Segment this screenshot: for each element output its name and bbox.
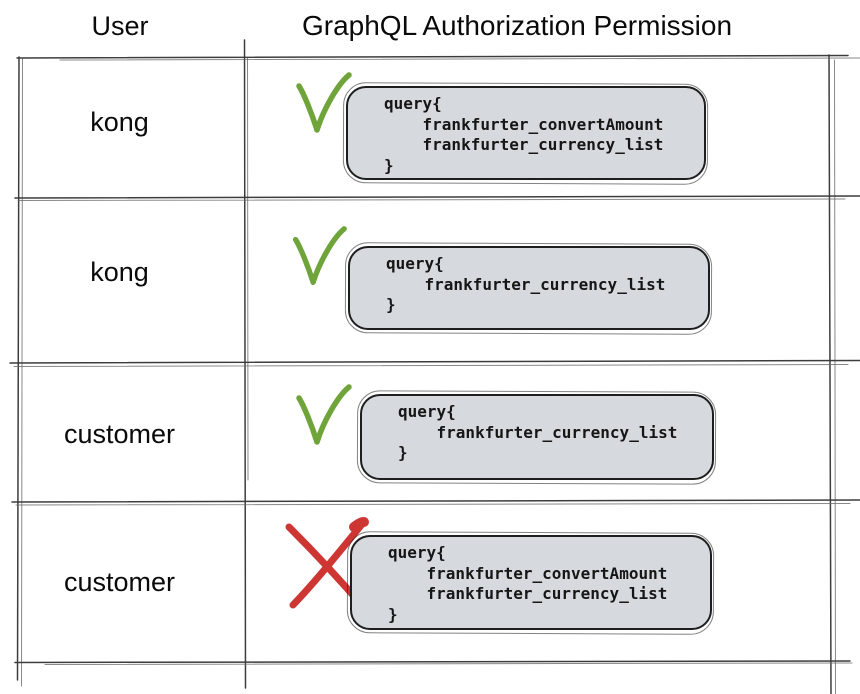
graphql-query-text: query{ frankfurter_currency_list } xyxy=(386,254,666,314)
check-icon xyxy=(292,226,347,286)
permission-code-block-row-3: query{ frankfurter_currency_list } xyxy=(360,394,714,480)
user-label-row-3: customer xyxy=(63,419,176,449)
user-label-row-2: kong xyxy=(90,257,149,287)
permission-code-block-row-4: query{ frankfurter_convertAmount frankfu… xyxy=(350,535,712,630)
user-label-row-1: kong xyxy=(90,107,149,137)
permission-code-block-row-1: query{ frankfurter_convertAmount frankfu… xyxy=(346,86,706,180)
permission-code-block-row-2: query{ frankfurter_currency_list } xyxy=(348,246,710,330)
column-header-permission: GraphQL Authorization Permission xyxy=(301,10,733,41)
check-icon xyxy=(296,72,352,133)
check-icon xyxy=(296,384,352,445)
graphql-query-text: query{ frankfurter_convertAmount frankfu… xyxy=(384,94,664,175)
graphql-query-text: query{ frankfurter_currency_list } xyxy=(398,402,678,462)
user-label-row-4: customer xyxy=(63,567,176,597)
graphql-query-text: query{ frankfurter_convertAmount frankfu… xyxy=(388,543,668,624)
column-header-user: User xyxy=(91,11,149,41)
